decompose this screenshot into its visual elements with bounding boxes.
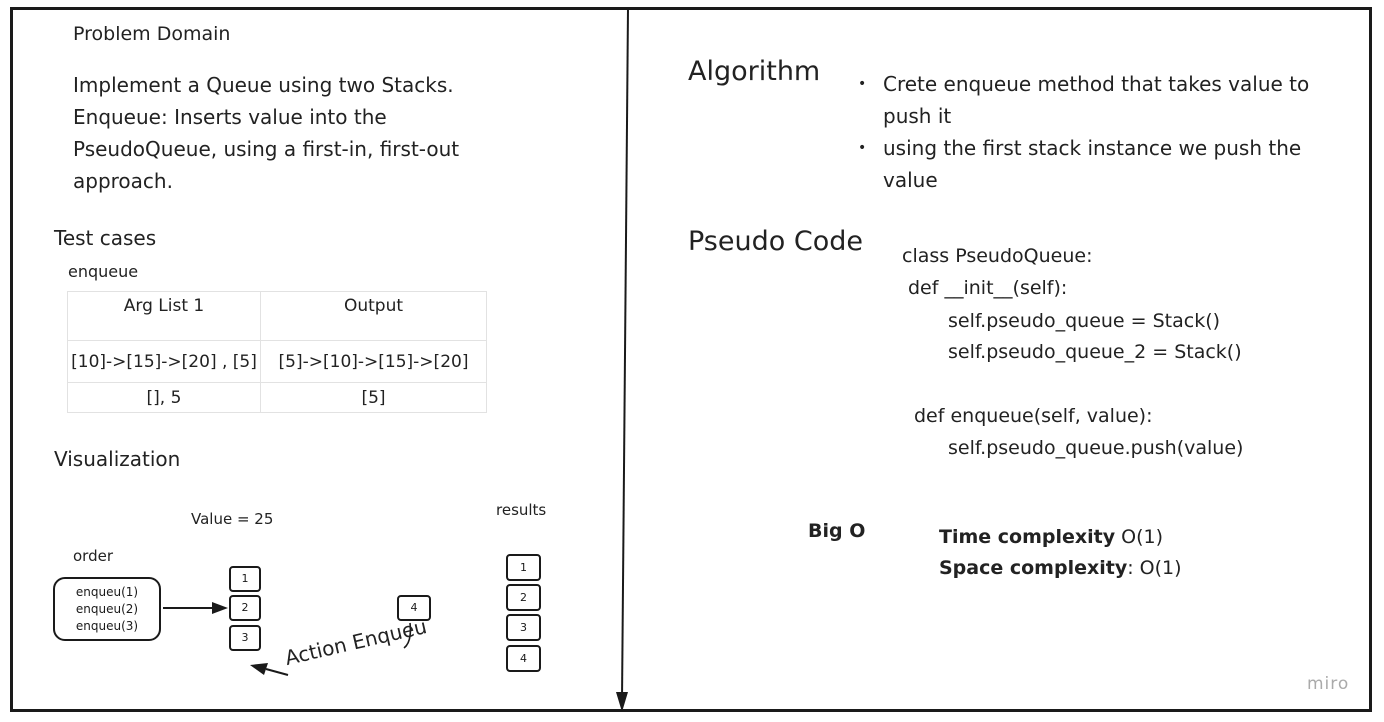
column-header: Arg List 1 (67, 291, 261, 341)
problem-line: Implement a Queue using two Stacks. (73, 73, 454, 97)
problem-line: Enqueue: Inserts value into the (73, 105, 387, 129)
order-arrowhead (212, 602, 228, 614)
order-label: order (73, 547, 113, 565)
action-arrowhead (250, 663, 268, 675)
action-arrow (265, 668, 289, 676)
order-box: enqueu(1) enqueu(2) enqueu(3) (53, 577, 161, 641)
stack-box: 3 (229, 625, 261, 651)
algorithm-bullet: Crete enqueue method that takes value to… (858, 68, 1353, 132)
time-value: O(1) (1121, 526, 1164, 548)
algorithm-list: Crete enqueue method that takes value to… (858, 68, 1353, 196)
result-box: 2 (506, 584, 541, 611)
bigo-heading: Big O (808, 520, 866, 542)
time-complexity: Time complexity O(1) (939, 526, 1163, 548)
result-box: 1 (506, 554, 541, 581)
miro-watermark: miro (1307, 674, 1350, 694)
table-cell: [10]->[15]->[20] , [5] (67, 340, 261, 383)
problem-heading: Problem Domain (73, 23, 231, 45)
pseudo-heading: Pseudo Code (688, 226, 863, 257)
code-line: self.pseudo_queue_2 = Stack() (948, 341, 1242, 363)
code-line: self.pseudo_queue = Stack() (948, 310, 1221, 332)
diagram-board (10, 7, 1372, 712)
results-label: results (496, 501, 547, 519)
tests-subheading: enqueue (68, 262, 139, 281)
result-box: 3 (506, 614, 541, 641)
space-complexity: Space complexity: O(1) (939, 557, 1182, 579)
table-cell: [5] (260, 382, 487, 413)
value-label: Value = 25 (191, 510, 274, 528)
code-line: def enqueue(self, value): (914, 405, 1153, 427)
incoming-connector (403, 622, 412, 649)
problem-description: Implement a Queue using two Stacks. Enqu… (73, 69, 459, 197)
result-box: 4 (506, 645, 541, 672)
algorithm-bullet: using the first stack instance we push t… (858, 132, 1353, 196)
code-line: def __init__(self): (908, 277, 1068, 299)
column-header: Output (260, 291, 487, 341)
table-row: [], 5 [5] (67, 382, 487, 413)
stack-box: 1 (229, 566, 261, 592)
code-line: self.pseudo_queue.push(value) (948, 437, 1244, 459)
order-item: enqueu(2) (75, 602, 139, 616)
table-cell: [5]->[10]->[15]->[20] (260, 340, 487, 383)
visualization-heading: Visualization (54, 447, 181, 471)
table-row: [10]->[15]->[20] , [5] [5]->[10]->[15]->… (67, 340, 487, 383)
algorithm-heading: Algorithm (688, 56, 821, 87)
incoming-box: 4 (397, 595, 431, 621)
table-cell: [], 5 (67, 382, 261, 413)
table-header-row: Arg List 1 Output (67, 291, 487, 341)
code-line: class PseudoQueue: (902, 245, 1093, 267)
order-item: enqueu(1) (75, 585, 139, 599)
time-label: Time complexity (939, 526, 1116, 548)
stack-box: 2 (229, 595, 261, 621)
problem-line: approach. (73, 169, 173, 193)
space-label: Space complexity (939, 557, 1128, 579)
test-cases-table: Arg List 1 Output [10]->[15]->[20] , [5]… (67, 291, 487, 413)
space-value: : O(1) (1127, 557, 1182, 579)
order-item: enqueu(3) (75, 619, 139, 633)
problem-line: PseudoQueue, using a first-in, first-out (73, 137, 460, 161)
tests-heading: Test cases (54, 226, 157, 250)
